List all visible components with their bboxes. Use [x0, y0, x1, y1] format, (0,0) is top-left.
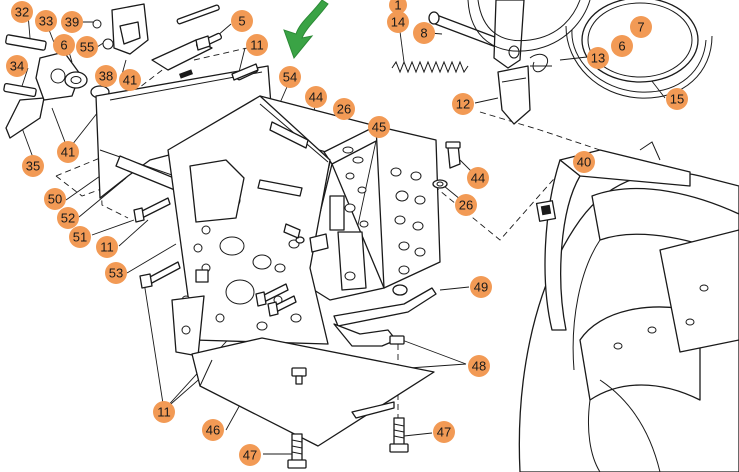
spring-pin-idler-assembly: [391, 0, 552, 125]
callout-44: 44: [467, 167, 489, 189]
svg-text:47: 47: [243, 448, 257, 463]
svg-text:14: 14: [391, 15, 405, 30]
callout-54: 54: [279, 66, 301, 88]
svg-text:49: 49: [474, 280, 488, 295]
callout-7: 7: [630, 16, 652, 38]
svg-text:12: 12: [456, 97, 470, 112]
callout-50: 50: [44, 188, 66, 210]
svg-text:5: 5: [238, 14, 245, 29]
callout-35: 35: [22, 155, 44, 177]
bottom-skid-plate: [191, 337, 435, 447]
callout-6: 6: [611, 35, 633, 57]
callout-26: 26: [333, 98, 355, 120]
callout-14: 14: [387, 11, 409, 33]
callout-13: 13: [587, 47, 609, 69]
callout-46: 46: [202, 419, 224, 441]
svg-text:39: 39: [65, 15, 79, 30]
auger-housing: [518, 141, 739, 472]
upper-left-bracket-assembly: [3, 3, 151, 172]
svg-text:44: 44: [471, 171, 485, 186]
svg-text:55: 55: [80, 40, 94, 55]
svg-text:44: 44: [309, 90, 323, 105]
callout-39: 39: [61, 11, 83, 33]
callout-45: 45: [368, 116, 390, 138]
svg-text:34: 34: [10, 59, 24, 74]
fasteners: [133, 35, 461, 469]
svg-text:32: 32: [15, 5, 29, 20]
svg-text:6: 6: [60, 38, 67, 53]
svg-text:52: 52: [61, 211, 75, 226]
callout-33: 33: [35, 10, 57, 32]
callout-47: 47: [433, 421, 455, 443]
callout-11: 11: [153, 401, 175, 423]
svg-text:50: 50: [48, 192, 62, 207]
callout-6: 6: [53, 34, 75, 56]
callout-1: 1: [389, 0, 407, 14]
svg-text:51: 51: [73, 230, 87, 245]
svg-text:48: 48: [472, 359, 486, 374]
callout-40: 40: [573, 151, 595, 173]
callout-12: 12: [452, 93, 474, 115]
svg-text:11: 11: [250, 38, 264, 53]
callout-balloons: 32 33 39 6 55 34 38 41: [6, 0, 688, 466]
guide-arrow: [283, 0, 329, 60]
callout-52: 52: [57, 207, 79, 229]
callout-11: 11: [246, 34, 268, 56]
pulleys-and-belt: [467, 0, 713, 99]
svg-text:47: 47: [437, 425, 451, 440]
callout-44: 44: [305, 86, 327, 108]
callout-53: 53: [105, 262, 127, 284]
callout-48: 48: [468, 355, 490, 377]
callout-47: 47: [239, 444, 261, 466]
callout-32: 32: [11, 1, 33, 23]
svg-text:11: 11: [157, 405, 171, 420]
svg-text:45: 45: [372, 120, 386, 135]
callout-26: 26: [455, 194, 477, 216]
svg-text:13: 13: [591, 51, 605, 66]
callout-34: 34: [6, 55, 28, 77]
svg-text:33: 33: [39, 14, 53, 29]
callout-8: 8: [413, 22, 435, 44]
svg-text:8: 8: [420, 26, 427, 41]
svg-text:7: 7: [637, 20, 644, 35]
svg-text:40: 40: [577, 155, 591, 170]
svg-text:26: 26: [459, 198, 473, 213]
svg-text:35: 35: [26, 159, 40, 174]
svg-text:6: 6: [618, 39, 625, 54]
callout-15: 15: [666, 88, 688, 110]
svg-text:41: 41: [123, 73, 137, 88]
callout-38: 38: [95, 65, 117, 87]
svg-text:15: 15: [670, 92, 684, 107]
svg-text:54: 54: [283, 70, 297, 85]
svg-text:1: 1: [394, 0, 401, 13]
callout-41: 41: [119, 69, 141, 91]
callout-41: 41: [57, 141, 79, 163]
svg-text:53: 53: [109, 266, 123, 281]
svg-text:26: 26: [337, 102, 351, 117]
svg-text:38: 38: [99, 69, 113, 84]
svg-text:41: 41: [61, 145, 75, 160]
main-frame-housing: [167, 95, 441, 345]
callout-11: 11: [96, 236, 118, 258]
svg-text:46: 46: [206, 423, 220, 438]
callout-5: 5: [231, 10, 253, 32]
callout-51: 51: [69, 226, 91, 248]
svg-text:11: 11: [100, 240, 114, 255]
callout-55: 55: [76, 36, 98, 58]
callout-49: 49: [470, 276, 492, 298]
